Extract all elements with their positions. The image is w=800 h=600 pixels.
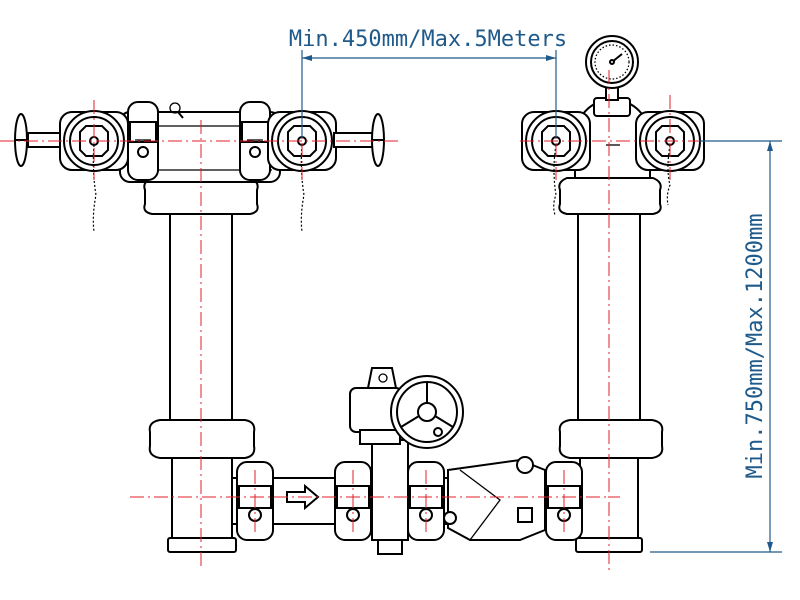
pressure-gauge (585, 35, 639, 101)
left-manifold (119, 101, 281, 183)
left-outer-valve (14, 110, 129, 233)
gate-valve (349, 367, 464, 555)
vertical-dimension: Min.750mm/Max.1200mm (650, 140, 782, 553)
horizontal-dimension-label: Min.450mm/Max.5Meters (289, 27, 567, 52)
horizontal-dimension: Min.450mm/Max.5Meters (289, 27, 567, 138)
check-valve (443, 456, 546, 541)
flow-arrow (286, 483, 320, 511)
centerlines (0, 70, 720, 570)
vertical-dimension-label: Min.750mm/Max.1200mm (743, 214, 768, 479)
left-inner-valve (267, 110, 385, 233)
